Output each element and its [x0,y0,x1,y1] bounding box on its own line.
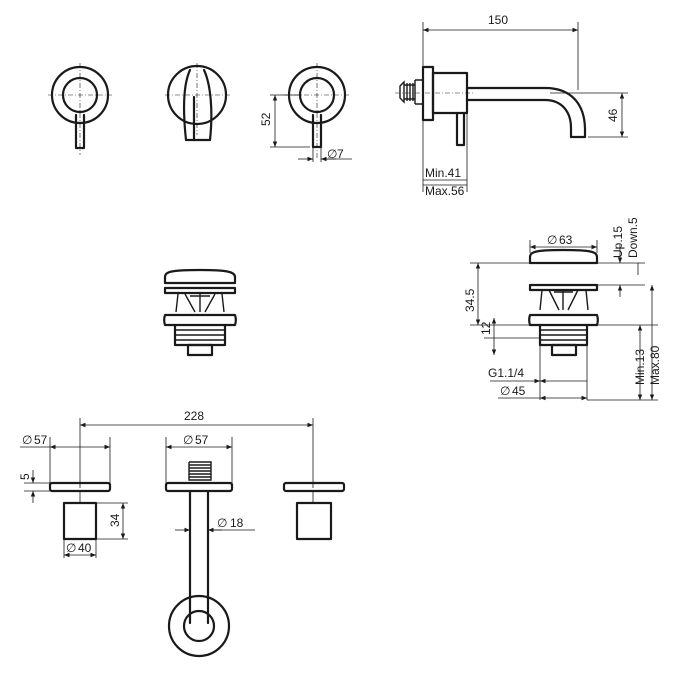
dim-wall-min: Min.41 [425,166,461,180]
dim-rosette-mid-symbol: ∅ [183,433,193,447]
dim-spout-dia-symbol: ∅ [217,516,227,530]
dim-lever-dia: 7 [337,147,344,161]
dim-spout-dia: 18 [230,516,244,530]
dim-spout-length: 150 [488,13,508,27]
dim-handle-body-dia: 40 [78,541,92,555]
dim-handle-body-dia-symbol: ∅ [66,541,76,555]
waste-view-plain [163,268,237,357]
dim-waste-45-symbol: ∅ [500,384,510,398]
dim-rosette-thk: 5 [18,473,32,480]
dim-rosette-left-symbol: ∅ [22,433,32,447]
dim-rosette-mid: 57 [195,433,209,447]
dim-waste-up: Up.15 [611,226,625,258]
front-view-right-handle: 52 ∅ 7 [259,63,352,162]
front-view-left-handle [48,63,112,155]
dim-wall-max: Max.56 [425,184,465,198]
side-view-spout: 150 46 Min.41 Max.56 [395,13,628,198]
dim-rosette-left: 57 [34,433,48,447]
dim-waste-height: 34.5 [463,288,477,312]
waste-view-dimensioned: ∅ 63 Up.15 Down.5 34.5 12 G1.1/4 ∅ 45 [463,217,662,401]
dim-waste-max: Max.80 [648,345,662,385]
front-view-spout [165,63,230,142]
dim-lever-dia-symbol: ∅ [327,147,337,161]
dim-centers: 228 [184,409,204,423]
dim-waste-thread: G1.1/4 [488,366,524,380]
dim-spout-height: 46 [606,108,620,122]
dim-waste-down: Down.5 [626,217,640,258]
dim-handle-height: 52 [259,112,273,126]
dim-waste-dia: 63 [559,233,573,247]
dim-waste-45: 45 [512,384,526,398]
installation-front-view: 228 ∅ 57 5 34 ∅ 40 [18,409,346,658]
dim-waste-12: 12 [479,321,493,335]
dim-waste-dia-symbol: ∅ [547,233,557,247]
dim-handle-body-h: 34 [108,513,122,527]
dim-waste-min: Min.13 [633,349,647,385]
